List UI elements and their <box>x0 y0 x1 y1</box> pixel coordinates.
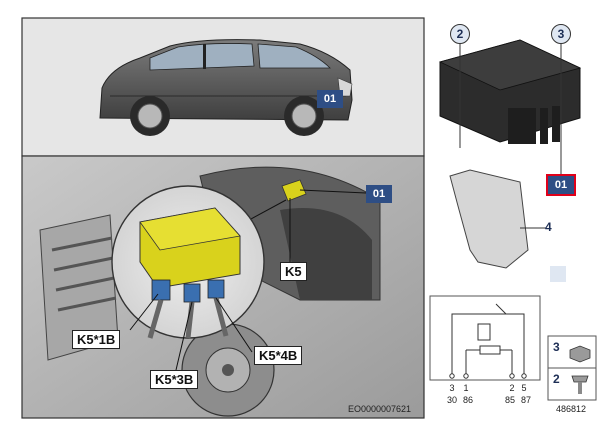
pin-87: 87 <box>520 395 531 405</box>
label-k5: K5 <box>280 262 307 281</box>
pin-5: 5 <box>521 383 527 393</box>
pin-schematic <box>429 295 541 381</box>
pin-2: 2 <box>509 383 515 393</box>
doc-id: EO0000007621 <box>348 404 412 414</box>
zoom-bubble <box>111 185 265 339</box>
pin-85: 85 <box>504 395 515 405</box>
pin-30: 30 <box>446 395 457 405</box>
car-illustration <box>99 39 353 136</box>
fastener-screw-num: 2 <box>553 372 560 386</box>
pin-1: 1 <box>463 383 469 393</box>
fastener-nut-num: 3 <box>553 340 560 354</box>
label-k5-4b: K5*4B <box>254 346 303 365</box>
pin-3: 3 <box>449 383 455 393</box>
car-panel <box>21 17 425 157</box>
engine-bay-panel <box>21 155 425 419</box>
callout-01-relay: 01 <box>546 174 576 196</box>
pin-86: 86 <box>462 395 473 405</box>
fastener-ref: 486812 <box>556 404 587 414</box>
screw-icon <box>571 375 589 383</box>
relay-detail-drawing <box>438 39 582 282</box>
vent-grille <box>39 214 119 361</box>
label-k5-3b: K5*3B <box>150 370 199 389</box>
callout-3: 3 <box>551 24 571 44</box>
callout-4: 4 <box>545 220 552 234</box>
callout-2: 2 <box>450 24 470 44</box>
callout-01-bay: 01 <box>366 185 392 203</box>
fastener-box <box>547 335 597 401</box>
callout-01-car: 01 <box>317 90 343 108</box>
nut-icon <box>569 345 591 363</box>
label-k5-1b: K5*1B <box>72 330 121 349</box>
